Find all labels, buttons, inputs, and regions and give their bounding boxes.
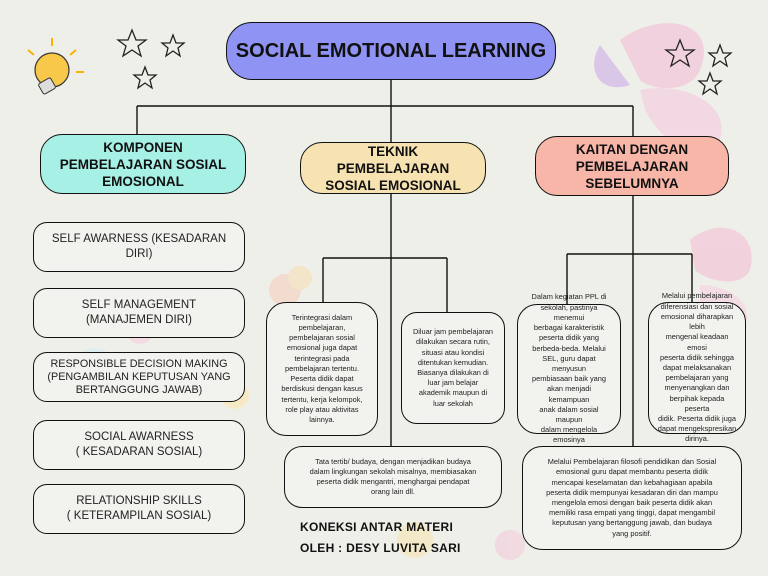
- category-komponen: KOMPONEN PEMBELAJARAN SOSIAL EMOSIONAL: [40, 134, 246, 194]
- footer-title: KONEKSI ANTAR MATERI: [300, 520, 454, 534]
- butterfly-icon: [594, 23, 722, 157]
- star-icon: [697, 71, 723, 96]
- footer-author: OLEH : DESY LUVITA SARI: [300, 541, 461, 555]
- kaitan-note-diferensiasi: Melalui pembelajaran diferensiasi dan so…: [648, 291, 746, 443]
- kaitan-note-filosofi: Melalui Pembelajaran filosofi pendidikan…: [522, 446, 742, 550]
- category-teknik: TEKNIK PEMBELAJARAN SOSIAL EMOSIONAL: [300, 142, 486, 194]
- main-title: SOCIAL EMOTIONAL LEARNING: [226, 22, 556, 80]
- component-relationship-skills: RELATIONSHIP SKILLS ( KETERAMPILAN SOSIA…: [33, 484, 245, 534]
- component-self-management: SELF MANAGEMENT (MANAJEMEN DIRI): [33, 288, 245, 338]
- star-icon: [116, 28, 148, 58]
- lightbulb-icon: [27, 38, 84, 95]
- teknik-note-outside-class: Diluar jam pembelajaran dilakukan secara…: [401, 312, 505, 424]
- component-responsible-decision-making: RESPONSIBLE DECISION MAKING (PENGAMBILAN…: [33, 352, 245, 402]
- teknik-note-culture: Tata tertib/ budaya, dengan menjadikan b…: [284, 446, 502, 508]
- kaitan-note-ppl: Dalam kegiatan PPL di sekolah, pastinya …: [517, 292, 621, 444]
- component-social-awareness: SOCIAL AWARNESS ( KESADARAN SOSIAL): [33, 420, 245, 470]
- category-kaitan: KAITAN DENGAN PEMBELAJARAN SEBELUMNYA: [535, 136, 729, 196]
- component-self-awareness: SELF AWARNESS (KESADARAN DIRI): [33, 222, 245, 272]
- star-icon: [132, 65, 158, 90]
- teknik-note-integrated: Terintegrasi dalam pembelajaran, pembela…: [266, 302, 378, 436]
- star-icon: [664, 38, 696, 68]
- star-icon: [160, 33, 186, 58]
- star-icon: [707, 43, 733, 68]
